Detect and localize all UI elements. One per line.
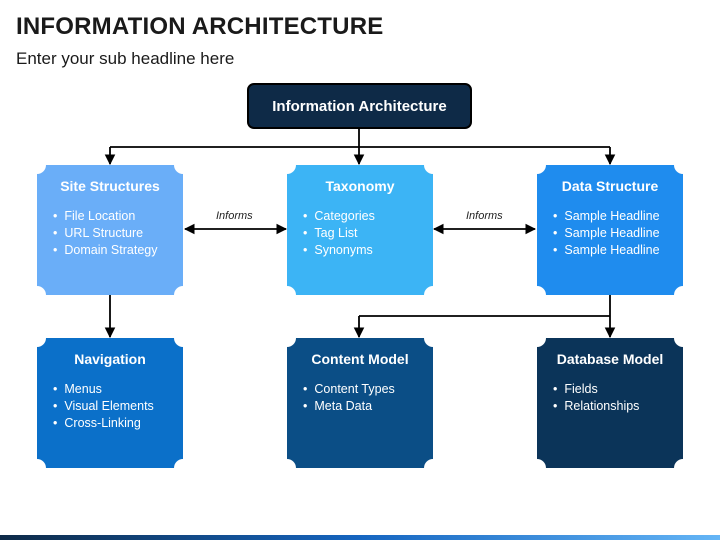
node-item: Relationships: [549, 398, 671, 415]
node-title: Database Model: [556, 351, 664, 367]
node-item: Sample Headline: [549, 225, 671, 242]
node-item: Synonyms: [299, 242, 421, 259]
node-item: URL Structure: [49, 225, 171, 242]
node-database-model: Database Model Fields Relationships: [537, 338, 683, 468]
node-navigation: Navigation Menus Visual Elements Cross-L…: [37, 338, 183, 468]
node-item: Content Types: [299, 381, 421, 398]
node-item: Fields: [549, 381, 671, 398]
node-title: Site Structures: [60, 178, 160, 194]
node-title: Content Model: [311, 351, 409, 367]
node-item: Meta Data: [299, 398, 421, 415]
node-title: Taxonomy: [325, 178, 395, 194]
informs-label-left: Informs: [216, 210, 253, 222]
root-node: Information Architecture: [247, 83, 472, 129]
node-item: Sample Headline: [549, 208, 671, 225]
node-taxonomy: Taxonomy Categories Tag List Synonyms: [287, 165, 433, 295]
node-site-structures: Site Structures File Location URL Struct…: [37, 165, 183, 295]
node-item: Categories: [299, 208, 421, 225]
node-data-structure: Data Structure Sample Headline Sample He…: [537, 165, 683, 295]
node-item: Sample Headline: [549, 242, 671, 259]
node-title: Navigation: [74, 351, 146, 367]
informs-label-right: Informs: [466, 210, 503, 222]
bottom-accent-band: [0, 535, 720, 540]
node-item: Domain Strategy: [49, 242, 171, 259]
node-item: Tag List: [299, 225, 421, 242]
node-item: Menus: [49, 381, 171, 398]
slide-subtitle: Enter your sub headline here: [16, 49, 235, 68]
node-item: File Location: [49, 208, 171, 225]
node-title: Data Structure: [561, 178, 659, 194]
node-content-model: Content Model Content Types Meta Data: [287, 338, 433, 468]
slide-title: INFORMATION ARCHITECTURE: [16, 13, 384, 40]
node-item: Cross-Linking: [49, 415, 171, 432]
node-item: Visual Elements: [49, 398, 171, 415]
